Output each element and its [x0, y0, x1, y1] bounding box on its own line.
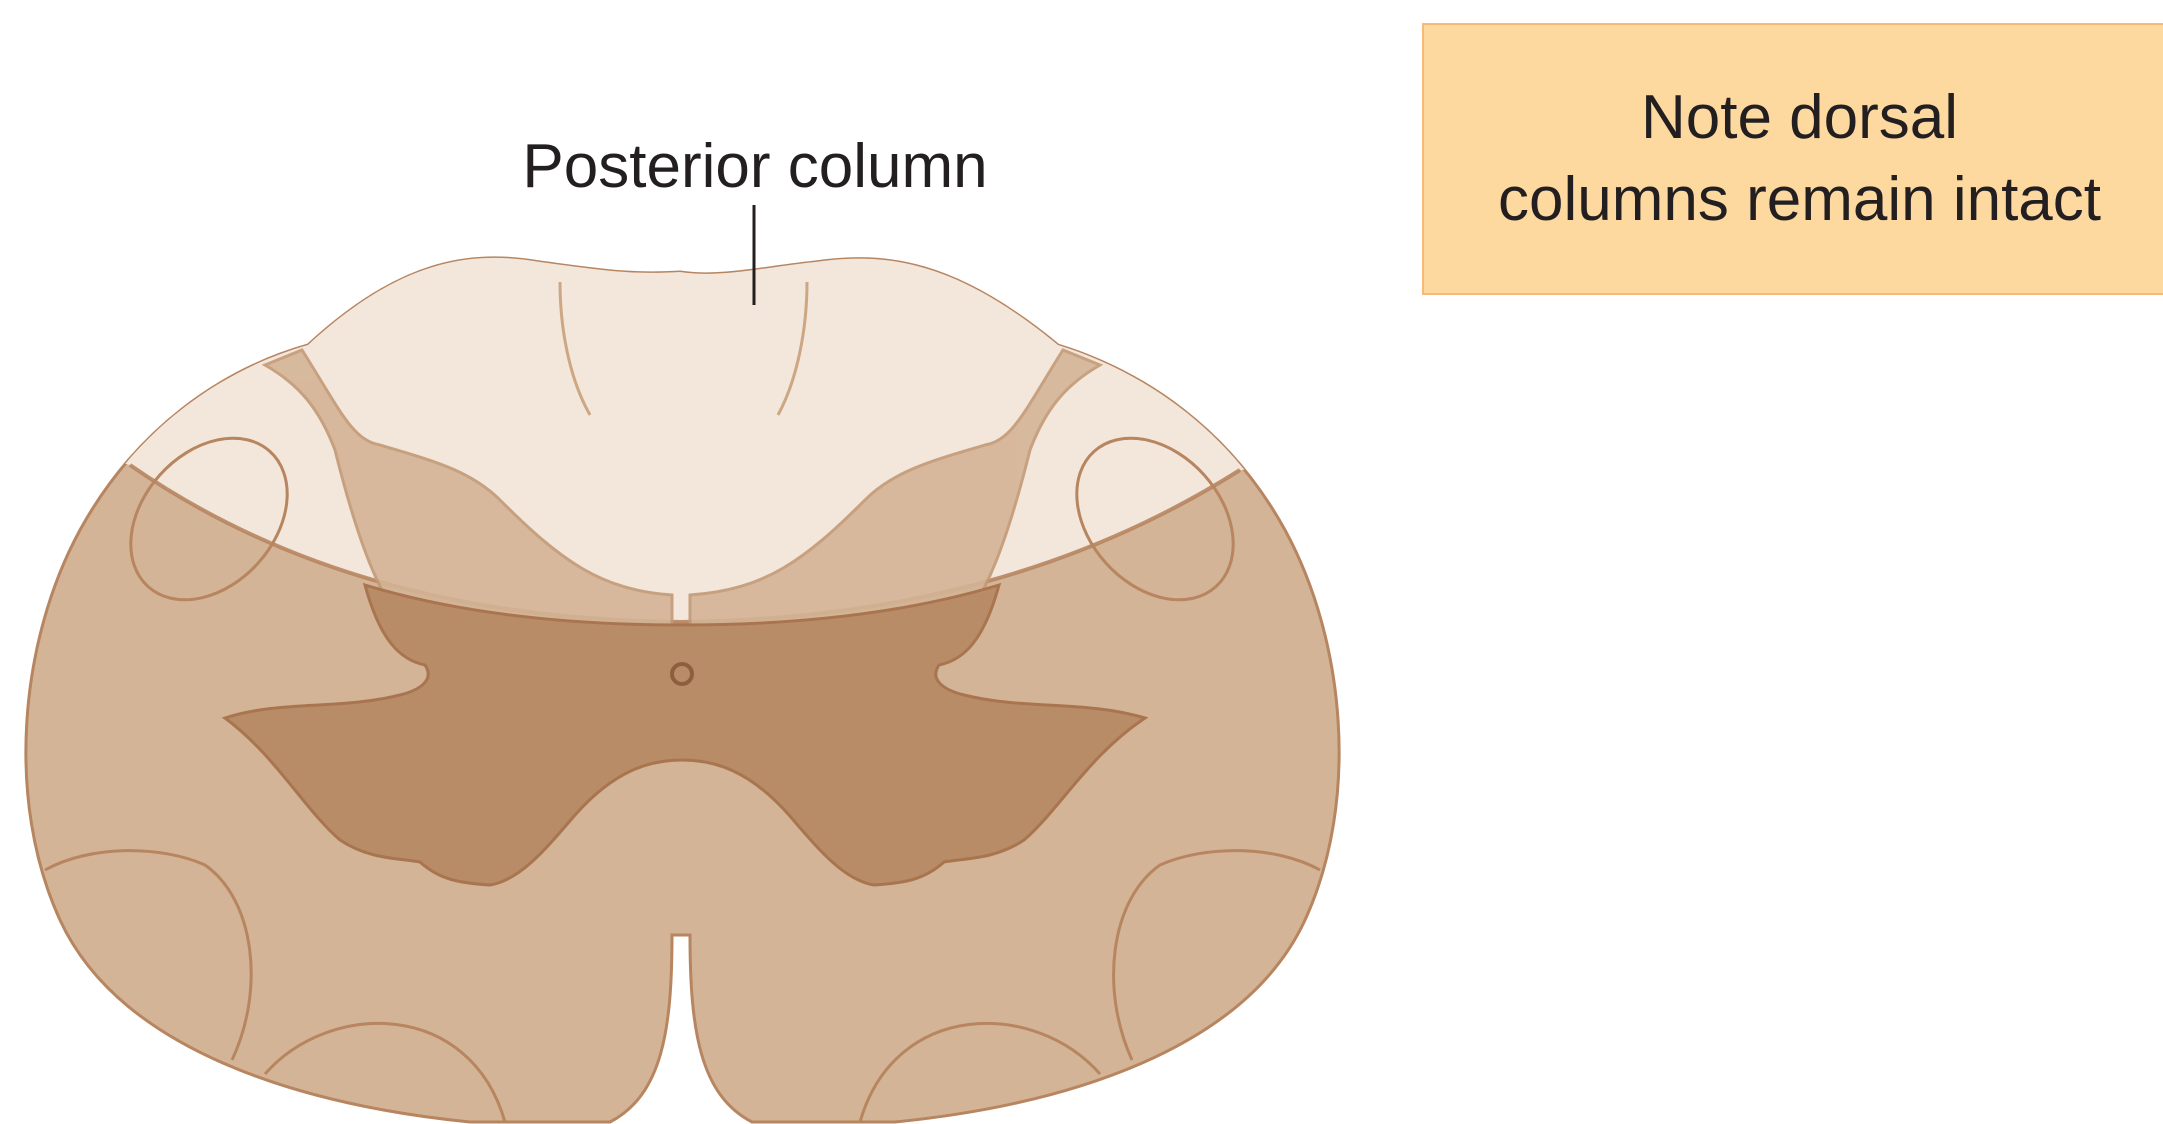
note-line-2: columns remain intact: [1498, 159, 2101, 241]
note-box: Note dorsal columns remain intact: [1422, 23, 2163, 295]
note-line-1: Note dorsal: [1641, 77, 1958, 159]
posterior-column-label: Posterior column: [522, 132, 987, 201]
